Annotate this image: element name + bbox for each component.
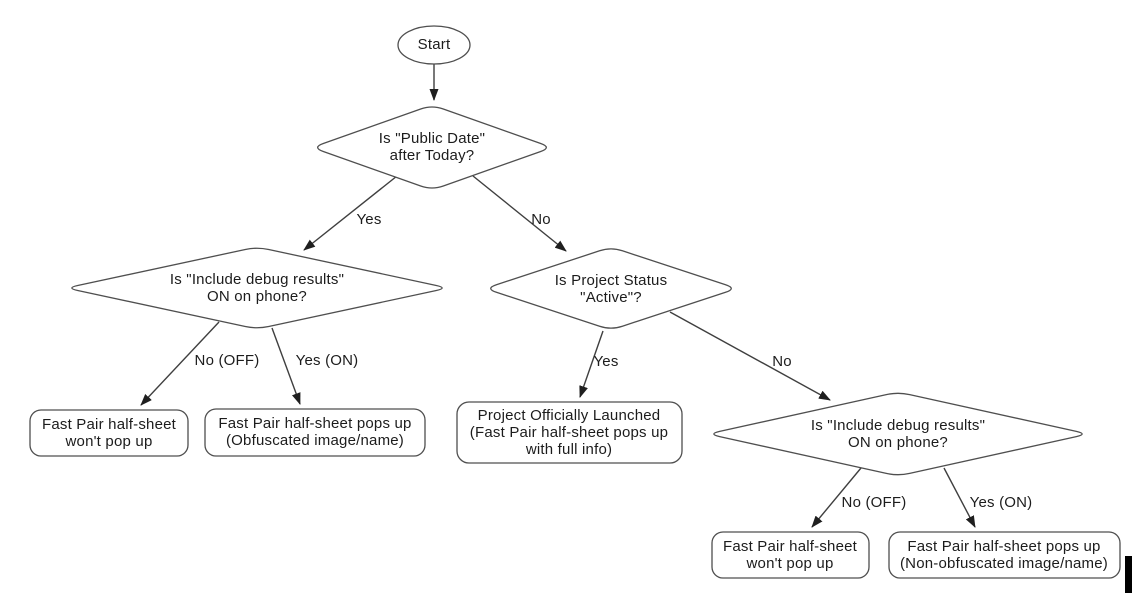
edge-project-status-yes (579, 330, 604, 398)
edge-debug-right-yes (943, 467, 976, 528)
edge-debug-right-no (811, 467, 862, 528)
result-obfuscated-shape (204, 408, 426, 457)
result-no-popup-left-shape (29, 409, 189, 457)
decision-debug-left-shape (71, 247, 443, 329)
text-cursor-artifact (1125, 556, 1132, 593)
decision-public-date-shape (317, 106, 547, 189)
start-node-shape (397, 25, 471, 65)
edge-public-date-no (472, 175, 567, 252)
edge-public-date-yes (303, 175, 398, 251)
result-no-popup-right-shape (711, 531, 870, 579)
edge-debug-left-no (140, 321, 220, 406)
result-launched-shape (456, 401, 683, 464)
result-non-obfuscated-shape (888, 531, 1121, 579)
edge-debug-left-yes (271, 327, 301, 405)
decision-project-status-shape (490, 248, 732, 329)
edge-project-status-no (669, 311, 831, 401)
decision-debug-right-shape (713, 392, 1083, 476)
